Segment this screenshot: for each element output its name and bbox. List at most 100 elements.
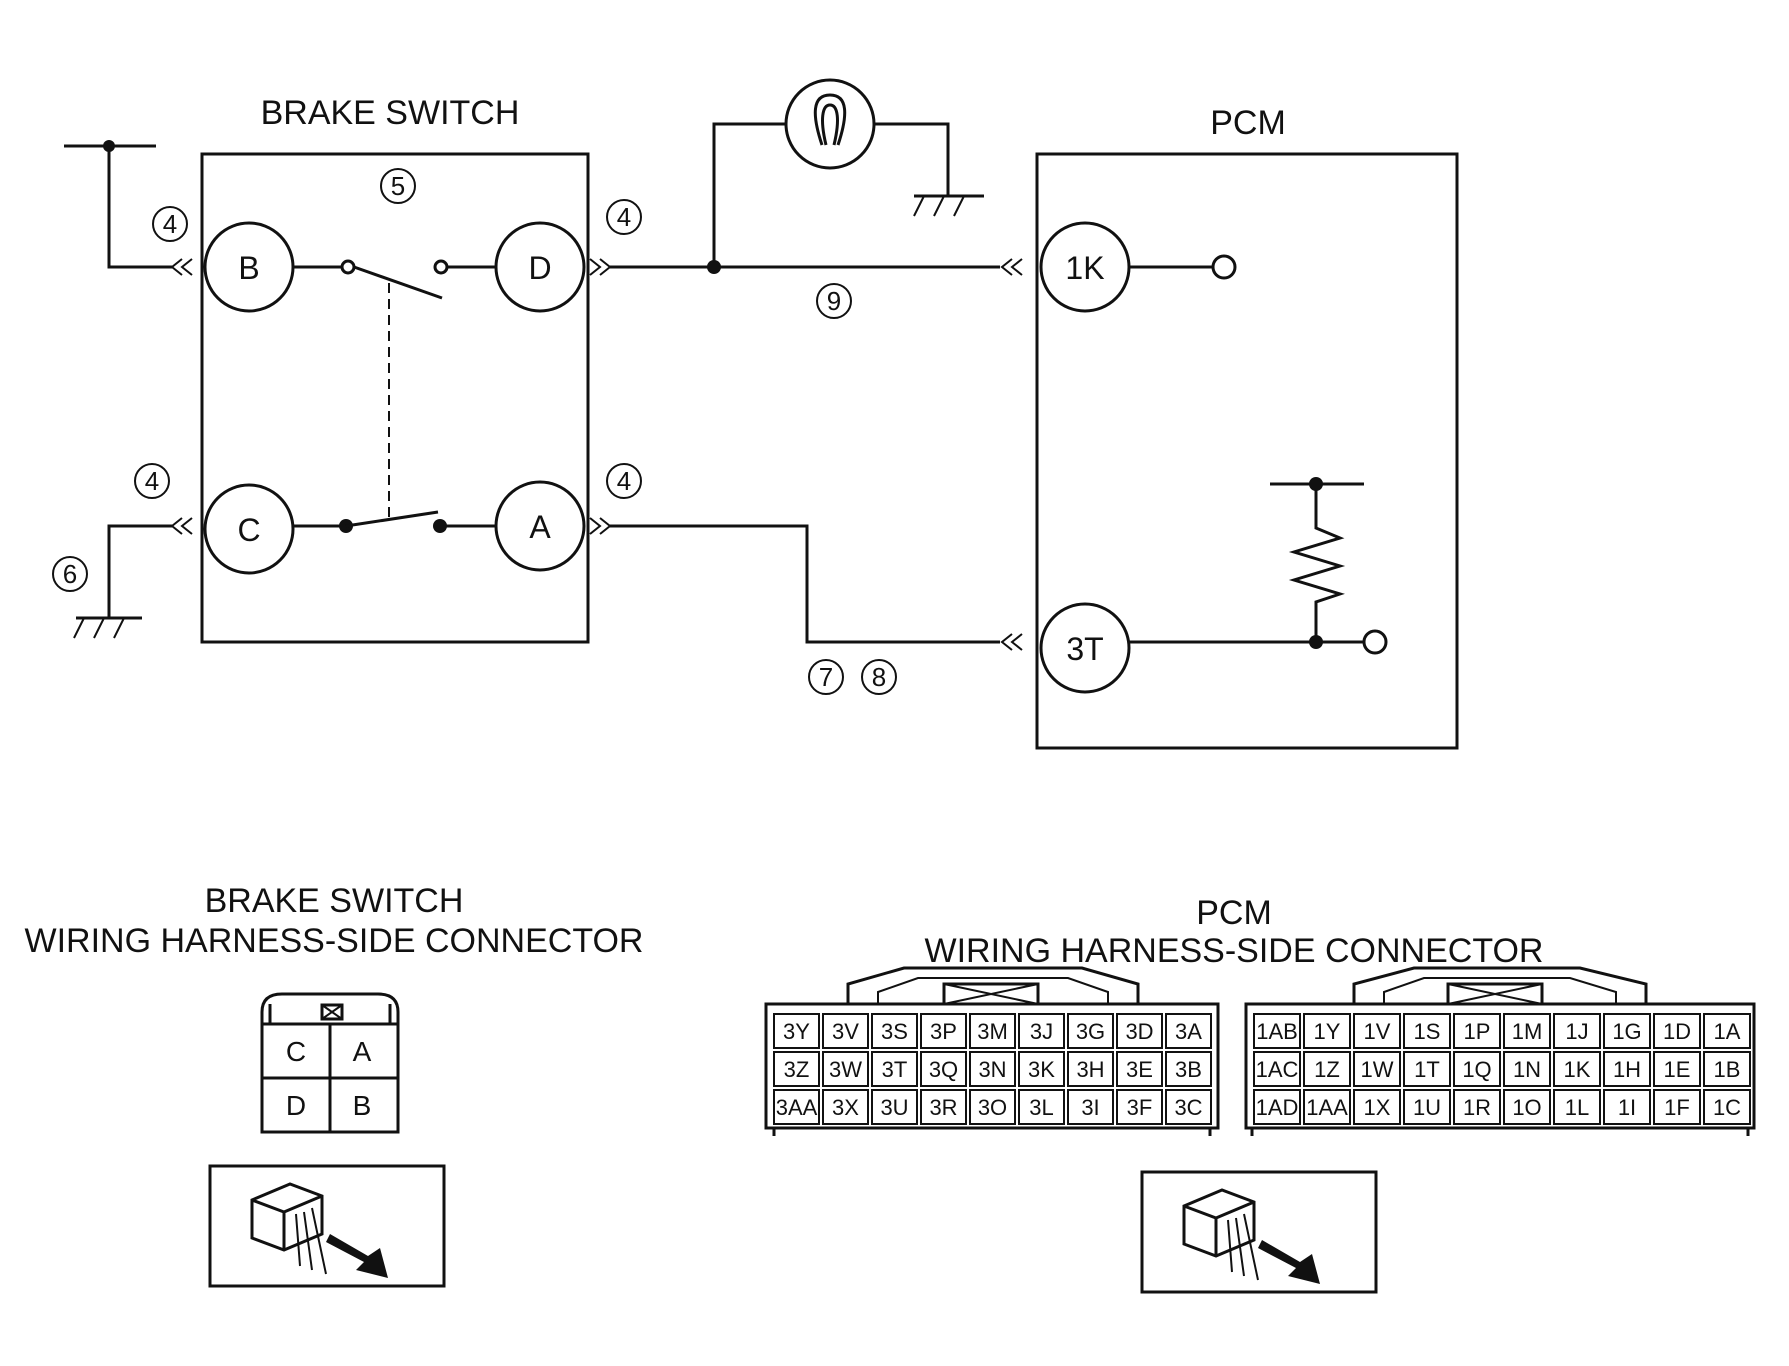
pcm-pin-cell (1603, 1051, 1651, 1087)
pcm-pin-label: 1U (1413, 1095, 1441, 1120)
svg-text:4: 4 (145, 466, 159, 496)
pcm-pin-cell (1067, 1051, 1114, 1087)
bs-connector-title-1: BRAKE SWITCH (205, 882, 464, 920)
pcm-pin-cell (1067, 1013, 1114, 1049)
pcm-pin-label: 3V (832, 1019, 859, 1044)
svg-text:7: 7 (819, 662, 833, 692)
pcm-pin-cell (1703, 1051, 1751, 1087)
terminal-a-label: A (529, 509, 551, 545)
pcm-pin-cell (1018, 1089, 1065, 1125)
callout-5: 5 (380, 168, 416, 204)
wire-a-3t (610, 524, 1000, 644)
pcm-pin-label: 1AB (1256, 1019, 1298, 1044)
connector-arrow-a (589, 517, 612, 535)
pcm-pin-label: 1K (1564, 1057, 1591, 1082)
svg-text:9: 9 (827, 286, 841, 316)
harness-view-icon (1140, 1170, 1378, 1294)
svg-text:4: 4 (617, 466, 631, 496)
pcm-pin-label: 1G (1612, 1019, 1641, 1044)
pcm-pin-label: 3M (977, 1019, 1008, 1044)
pcm-pin-cell (1603, 1013, 1651, 1049)
pcm-pin-label: 3R (929, 1095, 957, 1120)
junction-dot (1309, 635, 1323, 649)
pcm-pin-cell (969, 1013, 1016, 1049)
pcm-pin-cell (1353, 1013, 1401, 1049)
pcm-pin-label: 1W (1361, 1057, 1394, 1082)
pcm-pin-label: 3O (978, 1095, 1007, 1120)
pcm-pin-label: 3G (1076, 1019, 1105, 1044)
callout-7: 7 (808, 659, 844, 695)
brake-light-bulb (784, 78, 876, 170)
pcm-pin-cell (1067, 1089, 1114, 1125)
pcm-pin-cell (1403, 1089, 1451, 1125)
pcm-pin-cell (1653, 1013, 1701, 1049)
pcm-pin-cell (822, 1051, 869, 1087)
pcm-pin-cell (1303, 1013, 1351, 1049)
pcm-pin-label: 3Y (783, 1019, 810, 1044)
pcm-input-node (1362, 629, 1388, 655)
ground-hatch (913, 195, 965, 217)
bs-conn-cell: C (286, 1036, 306, 1067)
pcm-pin-cell (1653, 1051, 1701, 1087)
pcm-pin-cell (1403, 1013, 1451, 1049)
pcm-pin-cell (1703, 1089, 1751, 1125)
terminal-3t-label: 3T (1066, 631, 1103, 667)
pcm-pin-cell (1303, 1089, 1351, 1125)
pcm-pin-label: 3H (1076, 1057, 1104, 1082)
pcm-pin-cell (1553, 1013, 1601, 1049)
pcm-pin-cell (1453, 1013, 1501, 1049)
pcm-pin-label: 3S (881, 1019, 908, 1044)
switch-blade-lower (345, 510, 439, 528)
terminal-c (203, 483, 295, 575)
pcm-pin-cell (773, 1089, 820, 1125)
pcm-pin-cell (1018, 1013, 1065, 1049)
terminal-d-label: D (528, 250, 551, 286)
pcm-pin-label: 3F (1127, 1095, 1153, 1120)
svg-text:6: 6 (63, 559, 77, 589)
pcm-pin-label: 1Z (1314, 1057, 1340, 1082)
callout-4-c: 4 (134, 463, 170, 499)
pcm-pin-label: 1J (1565, 1019, 1588, 1044)
pcm-pin-label: 1AD (1256, 1095, 1299, 1120)
pcm-pin-cell (1353, 1089, 1401, 1125)
pcm-pin-cell (1303, 1051, 1351, 1087)
pcm-pin-label: 3N (978, 1057, 1006, 1082)
wire-to-lamp (712, 122, 786, 267)
pcm-pin-cell (871, 1051, 918, 1087)
pcm-connector-title-2: WIRING HARNESS-SIDE CONNECTOR (925, 932, 1544, 970)
connector-arrow-d (589, 258, 612, 276)
connector-arrow-b (170, 258, 193, 276)
pcm-pin-cell (1503, 1089, 1551, 1125)
pcm-pin-label: 1F (1664, 1095, 1690, 1120)
bs-conn-cell: B (353, 1090, 372, 1121)
pcm-pin-cell (1353, 1051, 1401, 1087)
pcm-pin-cell (1018, 1051, 1065, 1087)
pcm-pin-label: 1O (1512, 1095, 1541, 1120)
pcm-pin-label: 3C (1174, 1095, 1202, 1120)
ground-hatch (73, 617, 125, 639)
pcm-pin-cell (969, 1051, 1016, 1087)
pcm-pin-label: 1AA (1306, 1095, 1348, 1120)
pcm-connector-title-1: PCM (1196, 894, 1272, 932)
pcm-pin-label: 1V (1364, 1019, 1391, 1044)
pcm-pin-cell (1503, 1051, 1551, 1087)
switch-contact-open (433, 259, 449, 275)
pcm-pin-cell (1603, 1089, 1651, 1125)
brake-switch-connector-face (260, 992, 400, 1134)
connector-arrow-3t (1000, 633, 1023, 651)
pcm-input-node (1211, 254, 1237, 280)
pcm-pin-label: 1S (1414, 1019, 1441, 1044)
pcm-pin-label: 1C (1713, 1095, 1741, 1120)
pcm-pin-cell (1253, 1051, 1301, 1087)
callout-8: 8 (861, 659, 897, 695)
pcm-pin-label: 1A (1714, 1019, 1741, 1044)
bs-conn-cell: A (353, 1036, 372, 1067)
connector-arrow-c (170, 517, 193, 535)
bs-connector-title-2: WIRING HARNESS-SIDE CONNECTOR (25, 922, 644, 960)
pcm-pin-label: 1T (1414, 1057, 1440, 1082)
pcm-pin-label: 1P (1464, 1019, 1491, 1044)
pcm-connector-1-outline (1244, 966, 1756, 1136)
pcm-pin-cell (1553, 1089, 1601, 1125)
brake-switch-title: BRAKE SWITCH (261, 94, 520, 132)
